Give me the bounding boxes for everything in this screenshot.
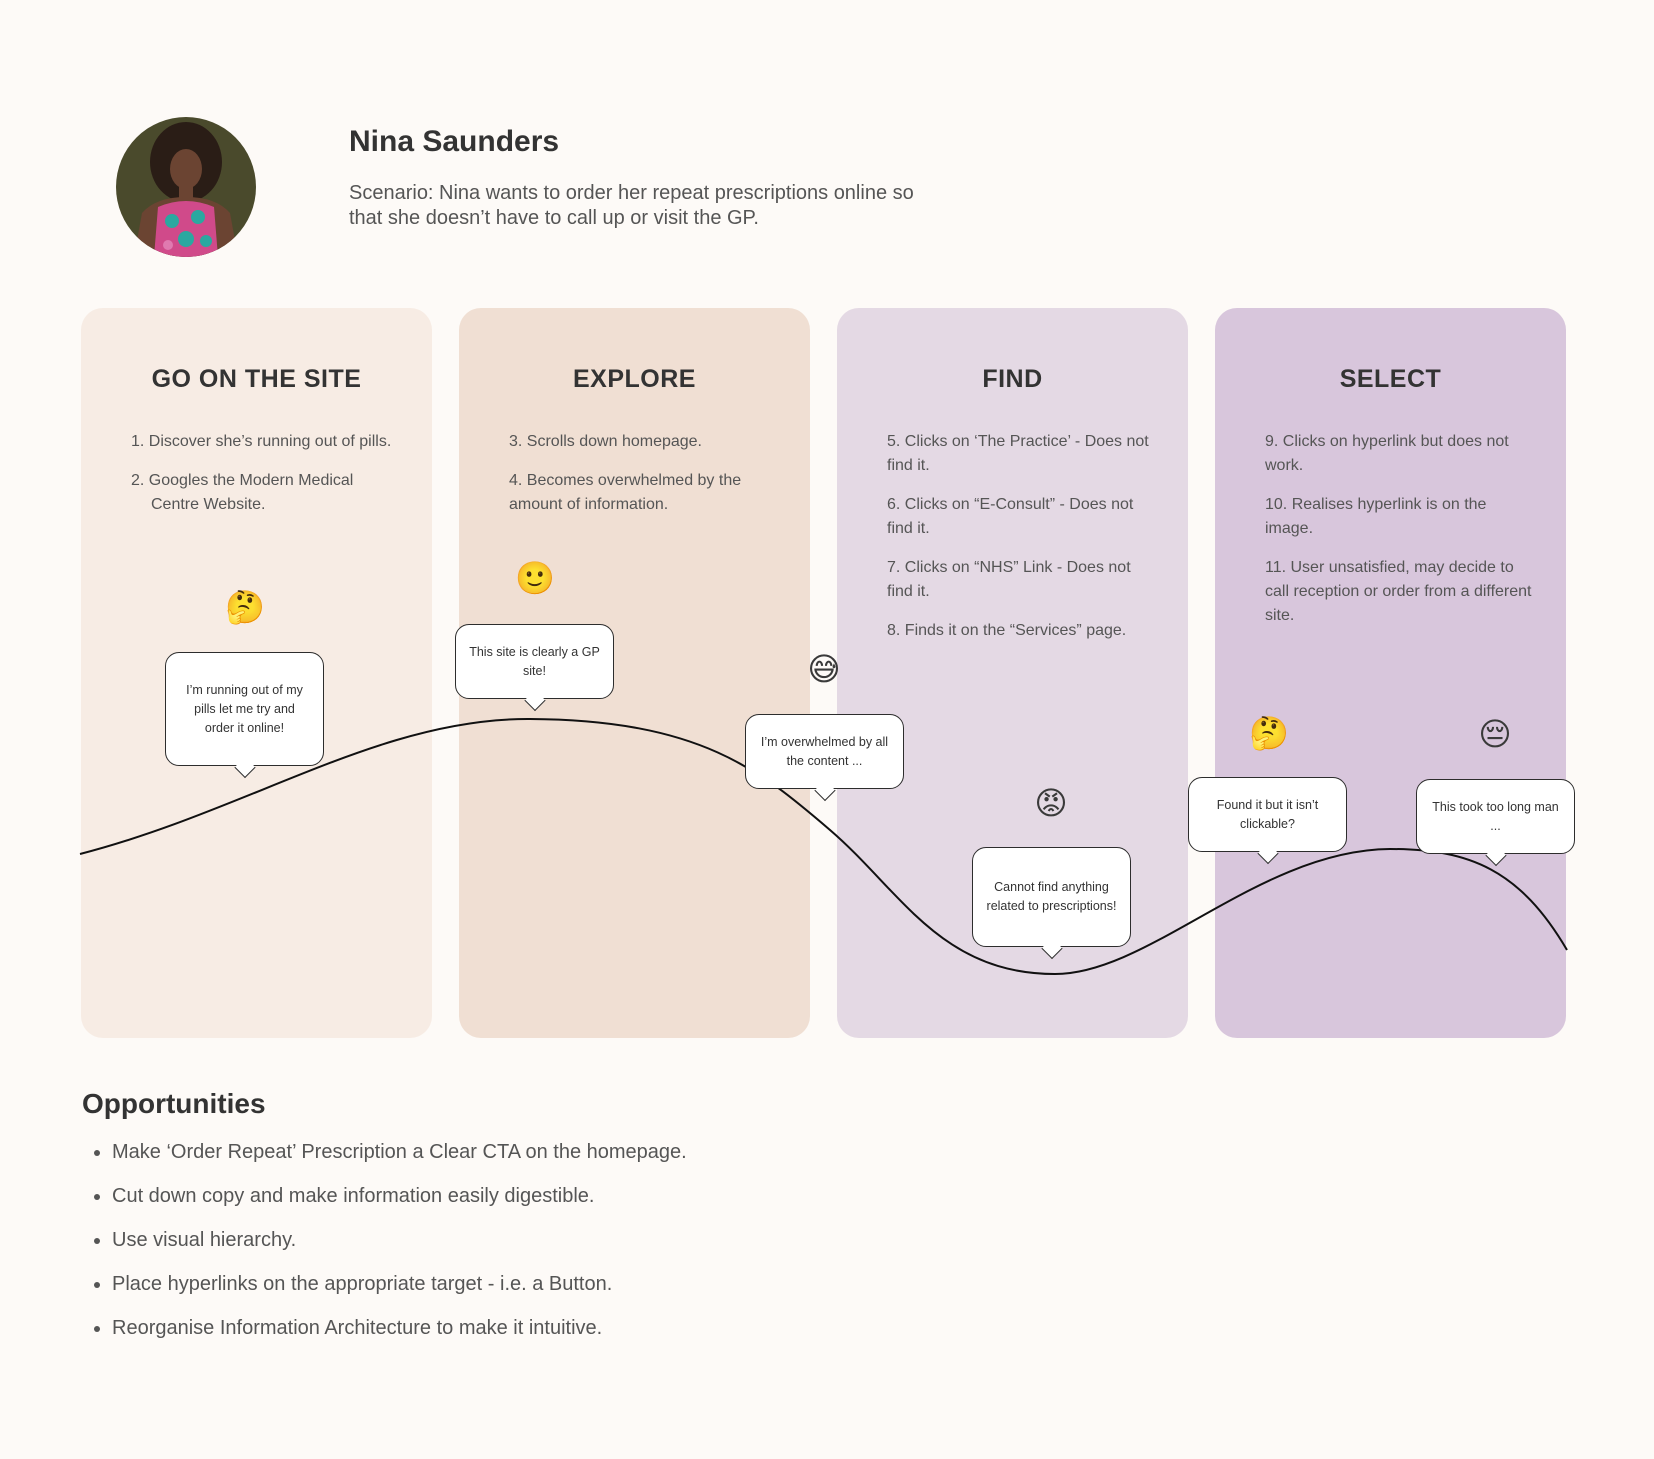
step-item: 9. Clicks on hyperlink but does not work… — [1265, 433, 1509, 474]
thinking-face-icon: 🤔 — [1249, 714, 1289, 752]
stage-steps: 1. Discover she’s running out of pills. 2… — [131, 430, 401, 532]
stage-select: SELECT 9. Clicks on hyperlink but does n… — [1215, 308, 1566, 1038]
opportunities-list: Make ‘Order Repeat’ Prescription a Clear… — [112, 1138, 687, 1358]
pensive-face-icon: 😔 — [1478, 715, 1512, 753]
step-number: 2. — [131, 472, 149, 489]
step-item: 4. Becomes overwhelmed by the amount of … — [509, 472, 742, 513]
step-text: Discover she’s running out of pills. — [148, 433, 392, 450]
step-item: 11. User unsatisfied, may decide to call… — [1265, 559, 1532, 624]
woman-portrait-icon — [116, 117, 256, 257]
stage-title: GO ON THE SITE — [151, 365, 362, 393]
step-item: 7. Clicks on “NHS” Link - Does not find … — [887, 559, 1131, 600]
step-item: 1. Discover she’s running out of pills. — [131, 430, 401, 454]
stage-title: EXPLORE — [573, 365, 696, 393]
persona-avatar — [116, 117, 256, 257]
persona-name: Nina Saunders — [349, 125, 560, 158]
stage-steps: 9. Clicks on hyperlink but does not work… — [1265, 430, 1535, 643]
quote-bubble: This site is clearly a GP site! — [455, 624, 614, 699]
step-item: 5. Clicks on ‘The Practice’ - Does not f… — [887, 433, 1149, 474]
quote-bubble: I’m running out of my pills let me try a… — [165, 652, 324, 766]
step-item: 10. Realises hyperlink is on the image. — [1265, 496, 1487, 537]
slightly-smiling-face-icon: 🙂 — [515, 559, 555, 597]
sweat-smile-face-icon: 😅 — [807, 650, 841, 688]
opportunity-item: Place hyperlinks on the appropriate targ… — [112, 1270, 687, 1298]
opportunities-title: Opportunities — [82, 1088, 266, 1119]
angry-face-icon: 😡 — [1034, 784, 1068, 822]
step-number: 1. — [131, 433, 149, 450]
step-item: 8. Finds it on the “Services” page. — [887, 622, 1127, 639]
opportunity-item: Make ‘Order Repeat’ Prescription a Clear… — [112, 1138, 687, 1166]
persona-scenario: Scenario: Nina wants to order her repeat… — [349, 182, 914, 229]
thinking-face-icon: 🤔 — [225, 588, 265, 626]
quote-bubble: Found it but it isn’t clickable? — [1188, 777, 1347, 852]
step-item: 3. Scrolls down homepage. — [509, 433, 702, 450]
stage-steps: 5. Clicks on ‘The Practice’ - Does not f… — [887, 430, 1157, 658]
quote-bubble: This took too long man ... — [1416, 779, 1575, 854]
quote-bubble: I’m overwhelmed by all the content ... — [745, 714, 904, 789]
opportunity-item: Reorganise Information Architecture to m… — [112, 1314, 687, 1342]
opportunity-item: Cut down copy and make information easil… — [112, 1182, 687, 1210]
stage-steps: 3. Scrolls down homepage. 4. Becomes over… — [509, 430, 779, 532]
opportunity-item: Use visual hierarchy. — [112, 1226, 687, 1254]
step-text: Googles the Modern Medical Centre Websit… — [148, 472, 354, 513]
stage-title: SELECT — [1339, 365, 1442, 393]
quote-bubble: Cannot find anything related to prescrip… — [972, 847, 1131, 947]
step-item: 6. Clicks on “E-Consult” - Does not find… — [887, 496, 1134, 537]
stage-title: FIND — [982, 365, 1043, 393]
step-item: 2. Googles the Modern Medical Centre Web… — [131, 469, 401, 517]
